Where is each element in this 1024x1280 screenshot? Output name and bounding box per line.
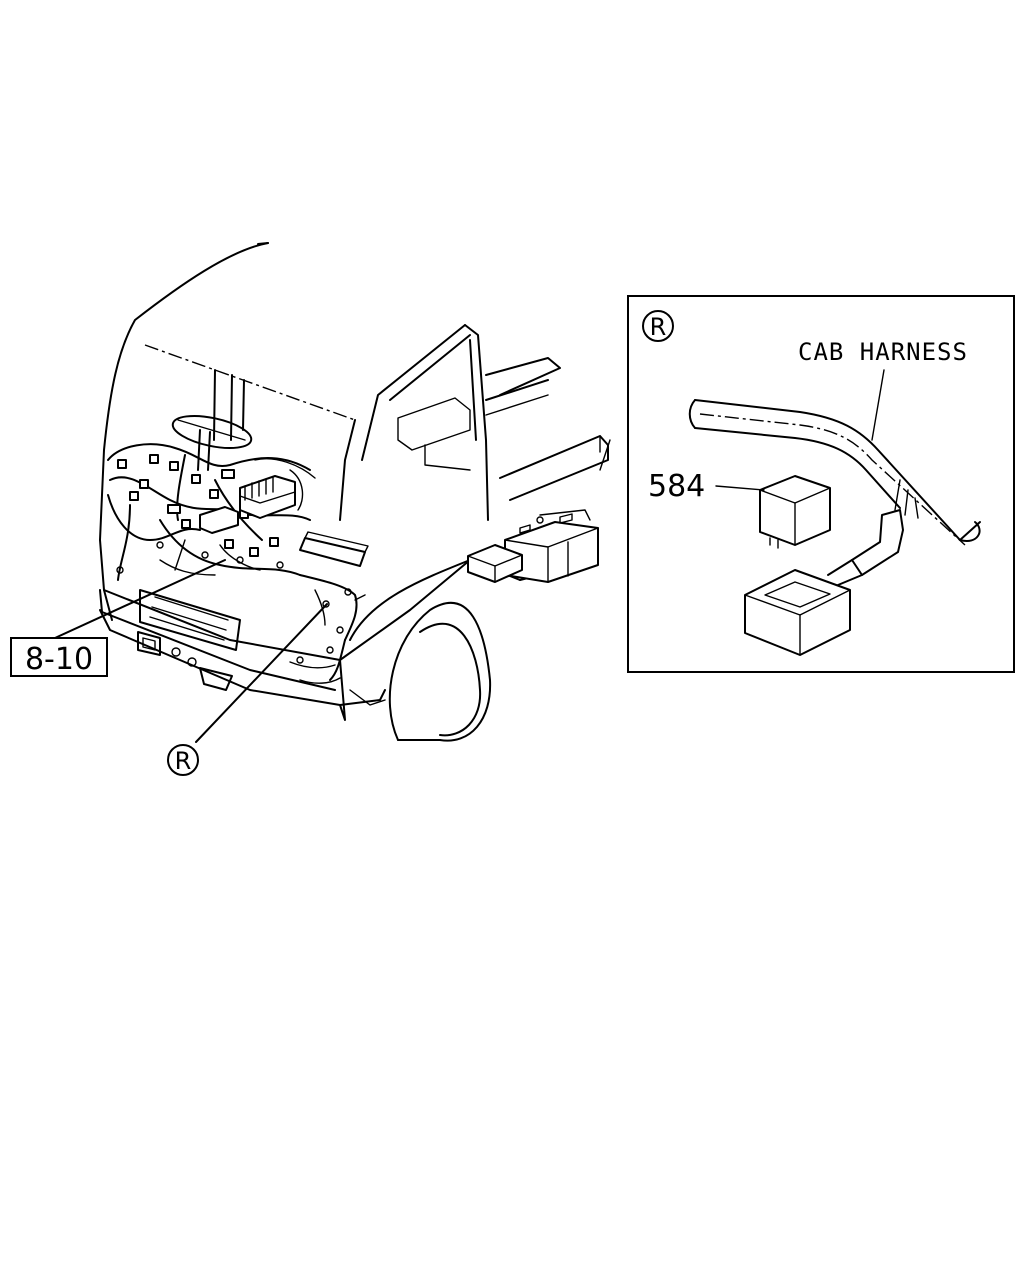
battery <box>504 509 599 583</box>
fuse-block <box>299 531 369 567</box>
truck-illustration <box>99 242 611 742</box>
detail-circle-marker-label: R <box>650 313 667 341</box>
part-number-584: 584 <box>648 469 705 504</box>
dashboard-harness <box>107 443 316 581</box>
detail-view: R CAB HARNESS 584 <box>627 295 1015 673</box>
circle-marker-r-label: R <box>175 747 192 775</box>
circle-marker-r[interactable] <box>167 744 199 776</box>
ref-box-label: 8-10 <box>25 642 93 677</box>
cab-harness <box>688 399 981 586</box>
leader-line-8-10 <box>54 559 226 639</box>
detail-circle-marker <box>642 310 674 342</box>
relay-socket <box>744 569 851 656</box>
part-number-leader <box>715 485 765 491</box>
cab-harness-leader <box>871 369 885 441</box>
cab-harness-label: CAB HARNESS <box>798 338 968 366</box>
engine-harness <box>289 574 366 684</box>
callout-8-10: 8-10 <box>10 559 226 677</box>
steering-wheel <box>171 414 253 471</box>
callout-r-main: R <box>167 603 328 776</box>
leader-line-r <box>195 603 328 743</box>
ref-box[interactable] <box>10 637 108 677</box>
fuse-box <box>467 544 523 583</box>
relay-584[interactable] <box>759 475 831 549</box>
